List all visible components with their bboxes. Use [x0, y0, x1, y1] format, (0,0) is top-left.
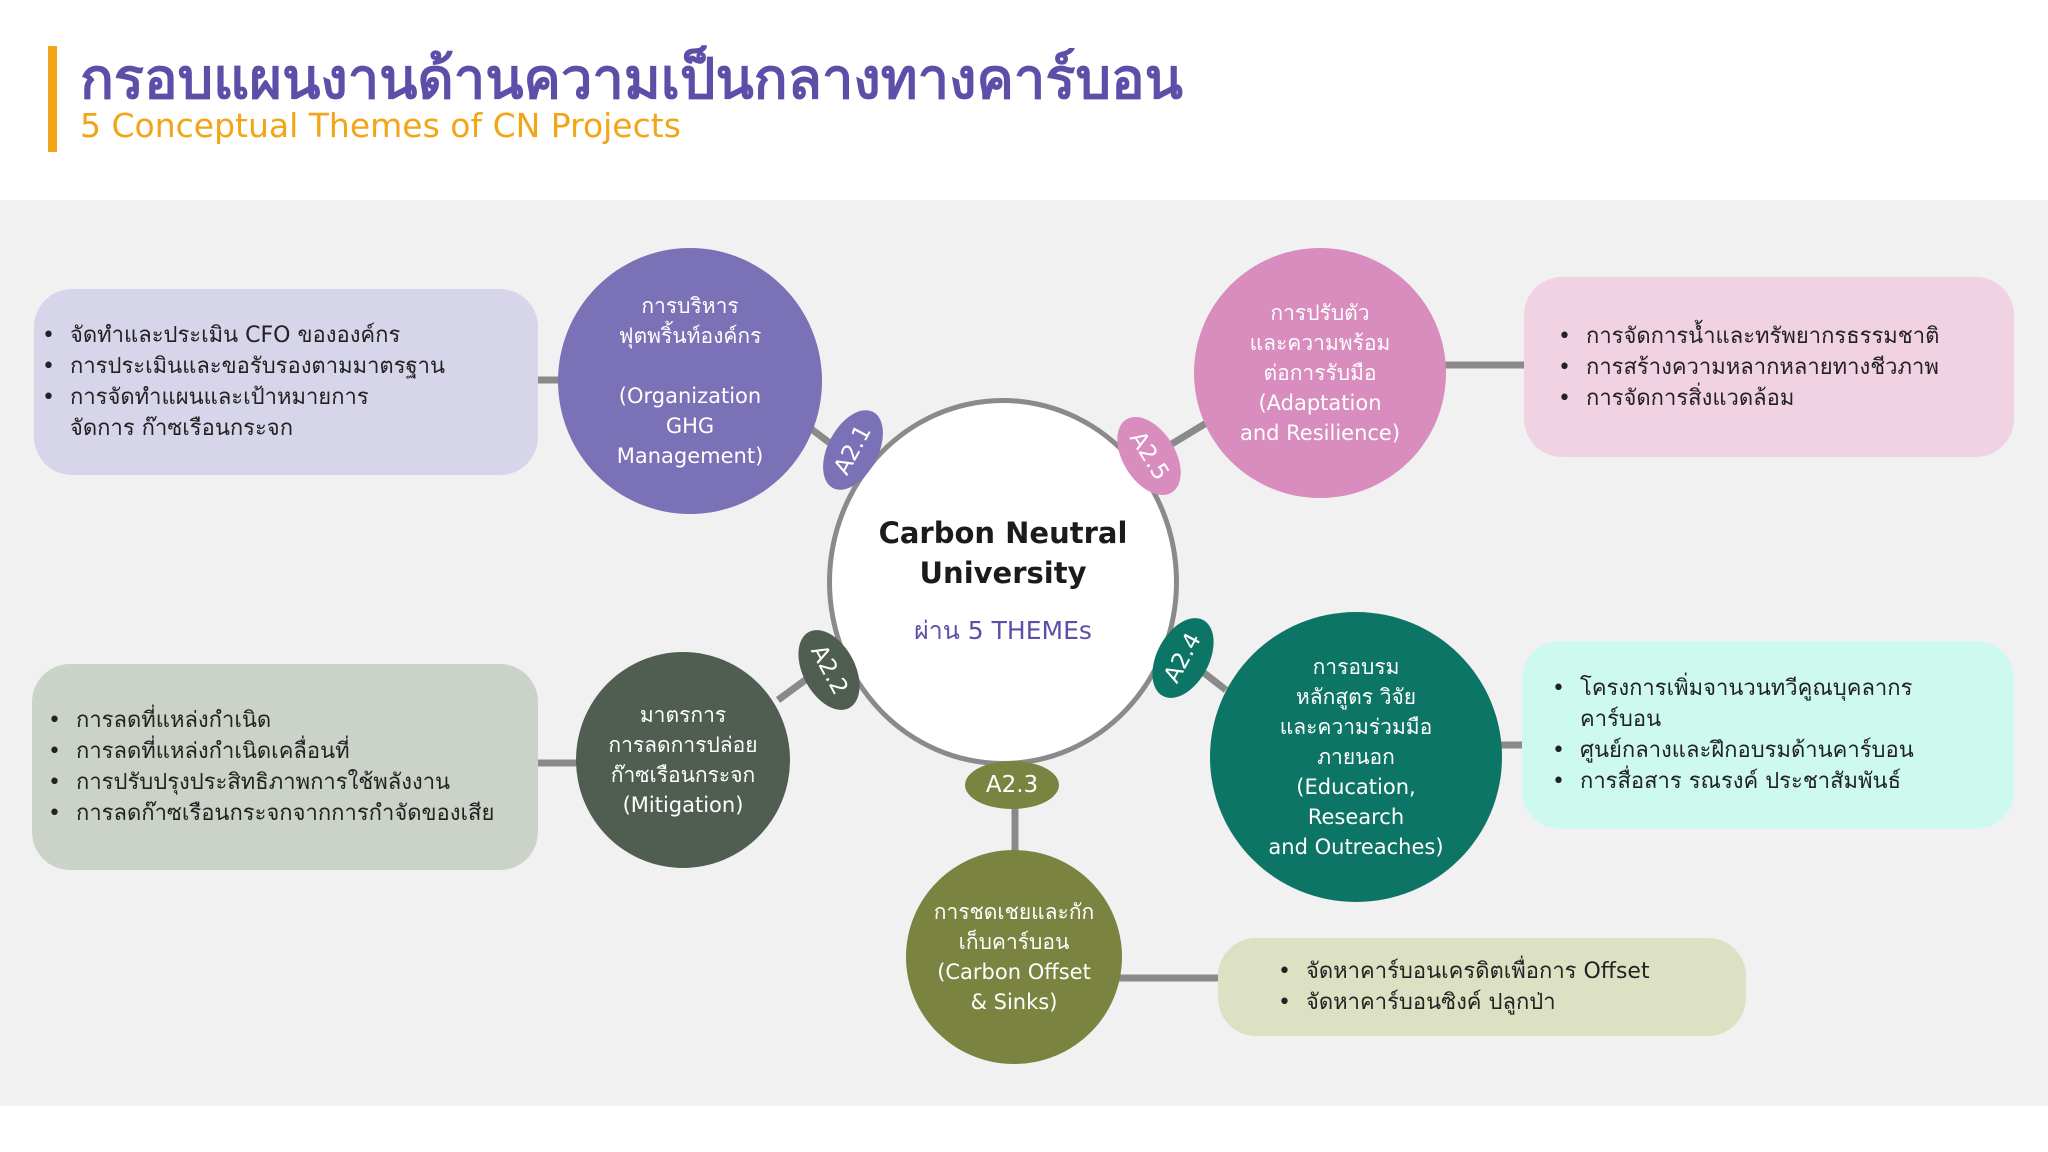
theme-a21-line: การบริหาร	[641, 294, 739, 318]
theme-a22-list: การลดที่แหล่งกำเนิด การลดที่แหล่งกำเนิดเ…	[32, 705, 494, 829]
theme-a23-line: (Carbon Offset	[937, 960, 1091, 984]
badge-a24-label: A2.4	[1159, 628, 1207, 688]
page-subtitle: 5 Conceptual Themes of CN Projects	[80, 106, 681, 145]
list-item: การลดก๊าซเรือนกระจกจากการกำจัดของเสีย	[48, 798, 494, 829]
theme-a23-details: จัดหาคาร์บอนเครดิตเพื่อการ Offset จัดหาค…	[1218, 938, 1746, 1036]
list-item: จัดทำและประเมิน CFO ขององค์กร	[42, 320, 445, 351]
theme-a24-line: ภายนอก	[1317, 745, 1395, 769]
theme-a23-line: การชดเชยและกัก	[933, 900, 1095, 924]
list-item: การลดที่แหล่งกำเนิดเคลื่อนที่	[48, 736, 494, 767]
theme-a23-line: เก็บคาร์บอน	[958, 930, 1070, 954]
list-item: การสื่อสาร รณรงค์ ประชาสัมพันธ์	[1552, 766, 1980, 797]
theme-a21-line: Management)	[616, 444, 764, 468]
badge-a21-label: A2.1	[829, 420, 877, 480]
theme-a23-circle: การชดเชยและกัก เก็บคาร์บอน (Carbon Offse…	[906, 850, 1122, 1064]
list-item: การสร้างความหลากหลายทางชีวภาพ	[1558, 352, 1939, 383]
list-item: การจัดการสิ่งแวดล้อม	[1558, 383, 1939, 414]
theme-a21-line: ฟุตพริ้นท์องค์กร	[618, 324, 762, 348]
list-item: การจัดการน้ำและทรัพยากรธรรมชาติ	[1558, 321, 1939, 352]
theme-a21-details: จัดทำและประเมิน CFO ขององค์กร การประเมิน…	[34, 289, 538, 475]
theme-a25-line: และความพร้อม	[1249, 331, 1391, 355]
center-circle: Carbon Neutral University ผ่าน 5 THEMEs	[827, 398, 1179, 766]
theme-a22-details: การลดที่แหล่งกำเนิด การลดที่แหล่งกำเนิดเ…	[32, 664, 538, 870]
theme-a24-circle: การอบรม หลักสูตร วิจัย และความร่วมมือ ภา…	[1210, 612, 1502, 902]
theme-a22-line: ก๊าซเรือนกระจก	[610, 763, 756, 787]
theme-a24-line: Research	[1307, 805, 1405, 829]
theme-a24-line: (Education,	[1296, 775, 1416, 799]
theme-a25-line: (Adaptation	[1258, 391, 1382, 415]
list-item: การลดที่แหล่งกำเนิด	[48, 705, 494, 736]
center-subtitle: ผ่าน 5 THEMEs	[914, 616, 1092, 645]
center-title-line: University	[919, 556, 1087, 590]
list-item: การจัดทำแผนและเป้าหมายการ จัดการ ก๊าซเรื…	[42, 382, 430, 444]
theme-a22-circle: มาตรการ การลดการปล่อย ก๊าซเรือนกระจก (Mi…	[576, 652, 790, 868]
theme-a24-list: โครงการเพิ่มจานวนทวีคูณบุคลากร คาร์บอน ศ…	[1522, 673, 1980, 797]
theme-a22-line: การลดการปล่อย	[608, 733, 758, 757]
list-item: โครงการเพิ่มจานวนทวีคูณบุคลากร คาร์บอน	[1552, 673, 1980, 735]
badge-a25-label: A2.5	[1124, 426, 1174, 486]
page-title: กรอบแผนงานด้านความเป็นกลางทางคาร์บอน	[80, 47, 1183, 112]
list-item: ศูนย์กลางและฝึกอบรมด้านคาร์บอน	[1552, 735, 1980, 766]
list-item: จัดหาคาร์บอนซิงค์ ปลูกป่า	[1278, 987, 1650, 1018]
theme-a21-circle: การบริหาร ฟุตพริ้นท์องค์กร (Organization…	[558, 248, 822, 514]
theme-a21-line: GHG	[665, 414, 715, 438]
theme-a25-line: and Resilience)	[1239, 421, 1401, 445]
theme-a22-line: (Mitigation)	[622, 793, 744, 817]
theme-a25-details: การจัดการน้ำและทรัพยากรธรรมชาติ การสร้าง…	[1524, 277, 2014, 457]
theme-a24-line: และความร่วมมือ	[1279, 715, 1433, 739]
badge-a23: A2.3	[965, 761, 1059, 809]
theme-a25-list: การจัดการน้ำและทรัพยากรธรรมชาติ การสร้าง…	[1524, 321, 1939, 414]
theme-a25-line: การปรับตัว	[1270, 301, 1370, 325]
theme-a24-line: and Outreaches)	[1268, 835, 1444, 859]
title-accent-bar	[48, 46, 57, 152]
theme-a22-line: มาตรการ	[639, 703, 727, 727]
theme-a25-line: ต่อการรับมือ	[1263, 361, 1377, 385]
theme-a25-circle: การปรับตัว และความพร้อม ต่อการรับมือ (Ad…	[1194, 248, 1446, 498]
list-item: จัดหาคาร์บอนเครดิตเพื่อการ Offset	[1278, 956, 1650, 987]
badge-a23-label: A2.3	[985, 772, 1039, 798]
theme-a23-list: จัดหาคาร์บอนเครดิตเพื่อการ Offset จัดหาค…	[1218, 956, 1650, 1018]
theme-a21-line: (Organization	[618, 384, 762, 408]
theme-a24-details: โครงการเพิ่มจานวนทวีคูณบุคลากร คาร์บอน ศ…	[1522, 641, 2014, 829]
theme-a23-line: & Sinks)	[970, 990, 1058, 1014]
theme-a24-line: หลักสูตร วิจัย	[1295, 685, 1417, 709]
list-item: การประเมินและขอรับรองตามมาตรฐาน	[42, 351, 445, 382]
list-item: การปรับปรุงประสิทธิภาพการใช้พลังงาน	[48, 767, 494, 798]
theme-a24-line: การอบรม	[1312, 655, 1400, 679]
badge-a22-label: A2.2	[805, 640, 853, 700]
center-title-line: Carbon Neutral	[878, 516, 1128, 550]
theme-a21-list: จัดทำและประเมิน CFO ขององค์กร การประเมิน…	[34, 320, 445, 444]
